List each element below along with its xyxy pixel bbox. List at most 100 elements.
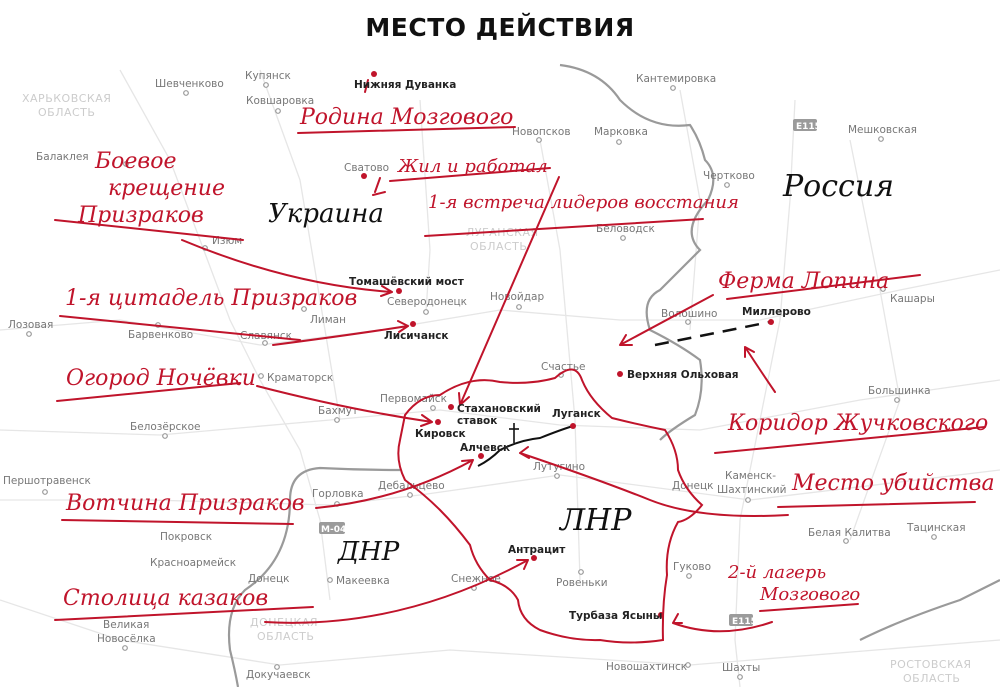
town-label: Каменск- [725,470,776,482]
route-line [477,425,574,467]
key-place-dots [361,71,774,618]
town-label: Шахтинский [717,484,786,496]
annotation: крещение [108,176,225,201]
town-label: Ковшаровка [246,95,314,107]
key-place-label: Миллерово [742,306,811,318]
town-label: Лиман [310,314,346,326]
key-place-label: Томашёвский мост [349,276,465,288]
town-label: Новосёлка [97,633,156,645]
town-label: Тацинская [906,522,966,534]
annotation: Коридор Жучковского [727,411,988,436]
rostov-border [859,579,1000,641]
town-label: Марковка [594,126,648,138]
key-place-label: Алчевск [460,442,510,454]
town-label: Великая [103,619,149,631]
town-label: Мешковская [848,124,917,136]
town-label: Ровеньки [556,577,608,589]
annotation: Боевое [94,149,177,174]
town-label: Кантемировка [636,73,716,85]
town-label: Краматорск [267,372,333,384]
region-label: ОБЛАСТЬ [257,630,314,643]
town-label: Балаклея [36,151,89,163]
town-label: Кашары [890,293,935,305]
annotation: Жил и работал [396,156,548,177]
town-label: Барвенково [128,329,193,341]
town-label: Гуково [673,561,711,573]
key-place-label: Нижняя Дуванка [354,79,456,91]
annotation: 1-я встреча лидеров восстания [428,192,739,213]
town-label: Шевченково [155,78,224,90]
town-labels: Шевченково Купянск Ковшаровка Кантемиров… [3,70,966,681]
town-label: Купянск [245,70,291,82]
town-label: Донецк [248,573,289,585]
town-label: Шахты [722,662,760,674]
key-place-label: Луганск [552,408,601,420]
annotation: Мозгового [759,584,860,605]
key-place-label: Стахановский [457,403,541,415]
page-title: МЕСТО ДЕЙСТВИЯ [365,13,634,42]
annotations: Родина Мозгового Жил и работал Боевое кр… [63,105,995,611]
cross-icon [509,423,519,443]
country-label-ukraine: Украина [268,199,384,229]
road-badge: E115 [729,614,757,627]
svg-text:E115: E115 [796,122,821,132]
town-label: Макеевка [336,575,390,587]
key-place-label: Антрацит [508,544,566,556]
town-label: Лозовая [8,319,53,331]
key-place-label: Лисичанск [384,330,449,342]
lnr-border [397,368,704,644]
annotation: Вотчина Призраков [65,491,305,516]
town-label: Новошахтинск [606,661,687,673]
key-place-label: ставок [457,415,497,427]
annotation-arrows [181,79,789,633]
town-label: Беловодск [596,223,655,235]
region-label: ОБЛАСТЬ [38,106,95,119]
town-label: Донецк [672,480,713,492]
town-label: Белозёрское [130,421,201,433]
annotation-underlines [54,126,986,621]
annotation: 1-я цитадель Призраков [65,286,357,311]
key-place-label: Верхняя Ольховая [627,369,739,381]
town-label: Докучаевск [246,669,311,681]
town-label: Першотравенск [3,475,91,487]
town-dots [26,82,937,680]
svg-text:E115: E115 [732,617,757,627]
road-badge: M-04 [319,522,346,535]
town-label: Снежное [451,573,501,585]
key-place-labels: Нижняя Дуванка Томашёвский мост Лисичанс… [349,79,811,622]
town-label: Горловка [312,488,364,500]
key-place-label: Кировск [415,428,466,440]
town-label: Покровск [160,531,212,543]
town-label: Красноармейск [150,557,236,569]
key-place-label: Турбаза Ясыны [569,610,662,622]
town-label: Северодонецк [387,296,467,308]
town-label: Чертково [703,170,755,182]
svg-text:M-04: M-04 [321,525,346,535]
annotation: Столица казаков [63,586,268,611]
country-label-russia: Россия [782,169,894,204]
region-label: ОБЛАСТЬ [903,672,960,685]
road-badge: E115 [793,119,821,132]
dashed-route [654,320,771,347]
annotation: Огород Ночёвки [66,366,256,391]
town-label: Волошино [661,308,717,320]
region-label-lnr: ЛНР [558,503,632,538]
roads [0,69,1000,687]
annotation: Призраков [77,203,204,228]
town-label: Белая Калитва [808,527,891,539]
town-label: Бахмут [318,405,358,417]
town-label: Новопсков [512,126,571,138]
town-label: Большинка [868,385,931,397]
town-label: Сватово [344,162,389,174]
annotation: 2-й лагерь [727,562,826,583]
region-label-dnr: ДНР [337,537,400,567]
region-label: РОСТОВСКАЯ [890,658,972,671]
region-label: ХАРЬКОВСКАЯ [22,92,111,105]
annotation: Ферма Лопина [718,269,889,294]
town-label: Новойдар [490,291,544,303]
annotation: Родина Мозгового [299,105,513,130]
region-label: ОБЛАСТЬ [470,240,527,253]
annotation: Место убийства [791,471,995,496]
dnr-border [227,466,401,687]
